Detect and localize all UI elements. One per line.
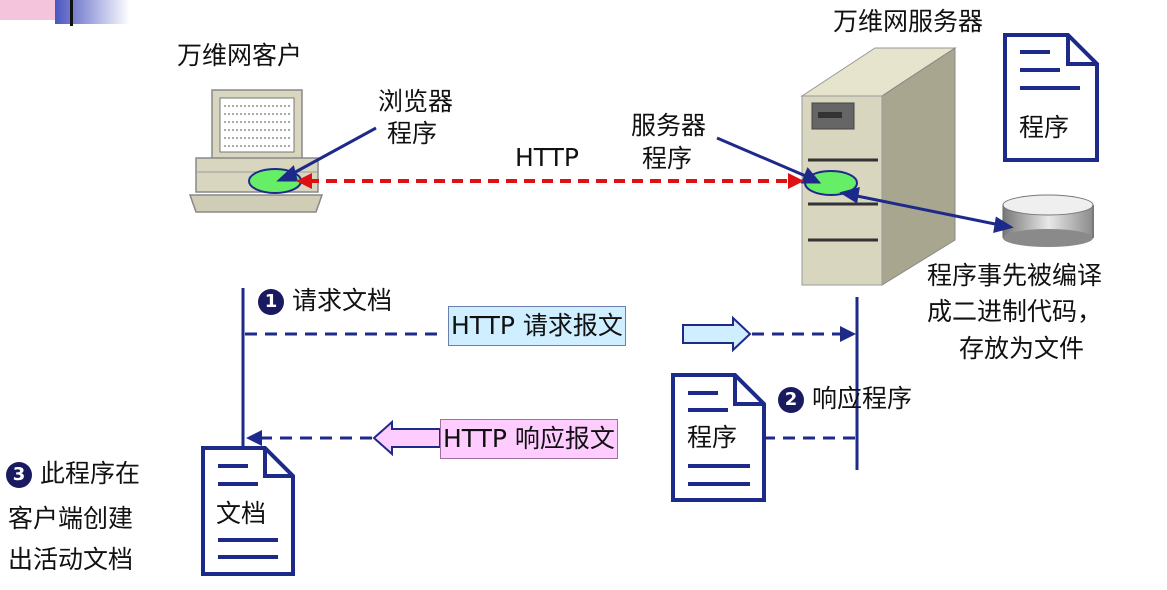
- step-2-number: 2: [778, 387, 804, 413]
- step-3-text-line3: 出活动文档: [8, 545, 134, 574]
- server-tower-icon: [800, 47, 957, 286]
- server-program-label-line2: 程序: [642, 144, 693, 173]
- http-connection-arrow: [296, 173, 804, 189]
- client-title: 万维网客户: [177, 41, 303, 70]
- client-document-icon: [201, 446, 295, 576]
- step-1-number: 1: [258, 289, 284, 315]
- server-document-label: 程序: [1019, 113, 1070, 142]
- step-1-text: 请求文档: [292, 286, 393, 315]
- response-document-label: 程序: [687, 422, 738, 454]
- client-computer-icon: [188, 89, 324, 213]
- compiled-note-line3: 存放为文件: [959, 334, 1085, 363]
- response-message-box: HTTP 响应报文: [440, 419, 618, 459]
- compiled-note-line1: 程序事先被编译: [927, 261, 1103, 290]
- step-3-line1: 3 此程序在: [6, 458, 140, 490]
- response-arrow: [246, 419, 855, 457]
- server-title: 万维网服务器: [833, 7, 984, 36]
- step-3-number: 3: [6, 462, 32, 488]
- pointer-arrows: [276, 126, 1014, 234]
- step-1-label: 1 请求文档: [258, 285, 392, 317]
- corner-decoration: [0, 0, 130, 26]
- client-document-label: 文档: [216, 499, 267, 528]
- browser-label-line2: 程序: [387, 119, 438, 148]
- request-arrow: [245, 315, 856, 353]
- step-3-text-line1: 此程序在: [40, 459, 141, 488]
- step-3-text-line2: 客户端创建: [8, 504, 134, 533]
- browser-label-line1: 浏览器: [378, 87, 454, 116]
- step-2-text: 响应程序: [812, 384, 913, 413]
- step-2-label: 2 响应程序: [778, 383, 912, 415]
- http-label: HTTP: [515, 143, 579, 172]
- request-message-box: HTTP 请求报文: [448, 306, 626, 346]
- server-program-label-line1: 服务器: [631, 111, 707, 140]
- server-document-icon: [1003, 33, 1099, 162]
- compiled-note-line2: 成二进制代码，: [927, 297, 1103, 326]
- disk-storage-icon: [1002, 194, 1094, 247]
